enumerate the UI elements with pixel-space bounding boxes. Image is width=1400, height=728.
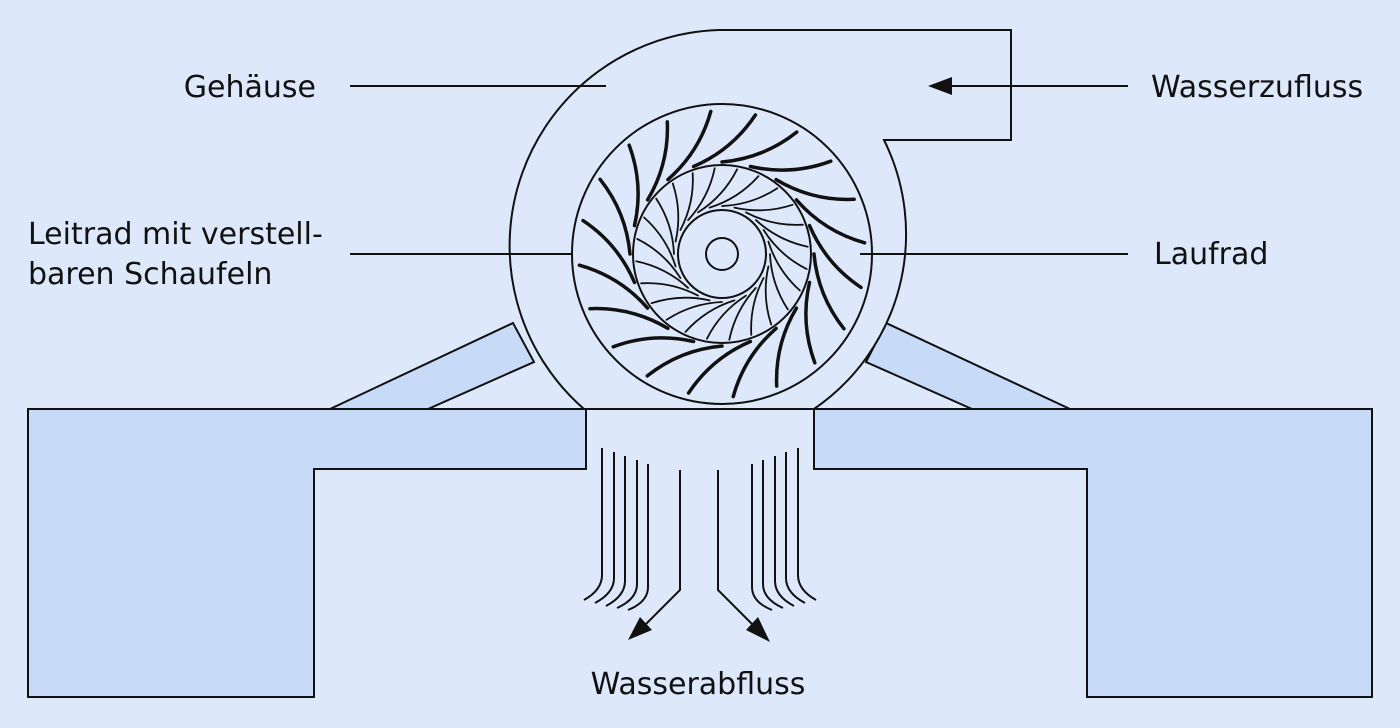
guide-vane bbox=[748, 159, 833, 172]
runner-blade bbox=[640, 282, 699, 297]
runner-blade bbox=[733, 203, 794, 212]
guide-vane bbox=[731, 326, 778, 399]
guide-vane bbox=[774, 306, 799, 388]
label-runner: Laufrad bbox=[1154, 237, 1268, 272]
guide-vane bbox=[807, 223, 863, 290]
label-housing: Gehäuse bbox=[184, 70, 316, 105]
left-foundation bbox=[27, 408, 587, 698]
guide-vane bbox=[794, 198, 867, 245]
hub-ring bbox=[677, 209, 767, 299]
guide-vane bbox=[812, 252, 846, 331]
runner-blade bbox=[721, 187, 779, 207]
guide-vanes bbox=[577, 109, 867, 399]
runner-blade bbox=[745, 211, 804, 226]
guide-vane bbox=[804, 280, 817, 365]
guide-vane bbox=[645, 120, 670, 202]
guide-vane bbox=[666, 109, 713, 182]
guide-vane bbox=[611, 336, 696, 349]
guide-vane bbox=[691, 113, 758, 169]
runner-blade bbox=[764, 265, 773, 326]
runner-blade bbox=[679, 172, 694, 231]
right-foundation bbox=[813, 408, 1373, 698]
outflow-streamlines bbox=[583, 448, 817, 629]
guide-vane bbox=[577, 263, 650, 310]
runner-blade bbox=[684, 299, 736, 333]
runner-blade bbox=[697, 168, 738, 214]
runner-blade bbox=[665, 301, 723, 321]
guide-vane bbox=[598, 177, 632, 256]
label-water-outflow: Wasserabfluss bbox=[591, 667, 806, 702]
runner-blade bbox=[643, 216, 677, 268]
inflow-arrowhead bbox=[928, 77, 952, 95]
runner-blade bbox=[708, 175, 760, 209]
runner-blades bbox=[635, 167, 809, 341]
runner-blade bbox=[636, 238, 682, 279]
runner-blade bbox=[650, 296, 711, 305]
runner-blade bbox=[767, 240, 801, 292]
runner-blade bbox=[762, 229, 808, 270]
runner-blade bbox=[728, 287, 757, 341]
guide-vane bbox=[581, 218, 637, 285]
right-outflow-arrowhead bbox=[746, 617, 770, 642]
runner-blade bbox=[635, 260, 689, 289]
shaft-circle bbox=[705, 237, 739, 271]
runner-blade bbox=[671, 182, 680, 243]
label-guide-wheel-line2: baren Schaufeln bbox=[28, 257, 272, 292]
left-strut bbox=[329, 321, 536, 410]
left-outflow-arrowhead bbox=[628, 617, 652, 640]
runner-blade bbox=[706, 294, 747, 340]
runner-blade bbox=[655, 197, 675, 255]
runner-blade bbox=[755, 219, 809, 248]
guide-vane bbox=[686, 339, 753, 395]
guide-vane bbox=[720, 130, 799, 164]
label-water-inflow: Wasserzufluss bbox=[1151, 70, 1363, 105]
guide-vane bbox=[588, 306, 670, 331]
label-guide-wheel-line1: Leitrad mit verstell- bbox=[28, 217, 323, 252]
runner-blade bbox=[769, 253, 789, 311]
guide-vane bbox=[627, 143, 640, 228]
guide-vane bbox=[645, 344, 724, 378]
runner-blade bbox=[687, 167, 716, 221]
right-strut bbox=[864, 321, 1071, 410]
guide-vane bbox=[774, 177, 856, 202]
runner-blade bbox=[750, 277, 765, 336]
